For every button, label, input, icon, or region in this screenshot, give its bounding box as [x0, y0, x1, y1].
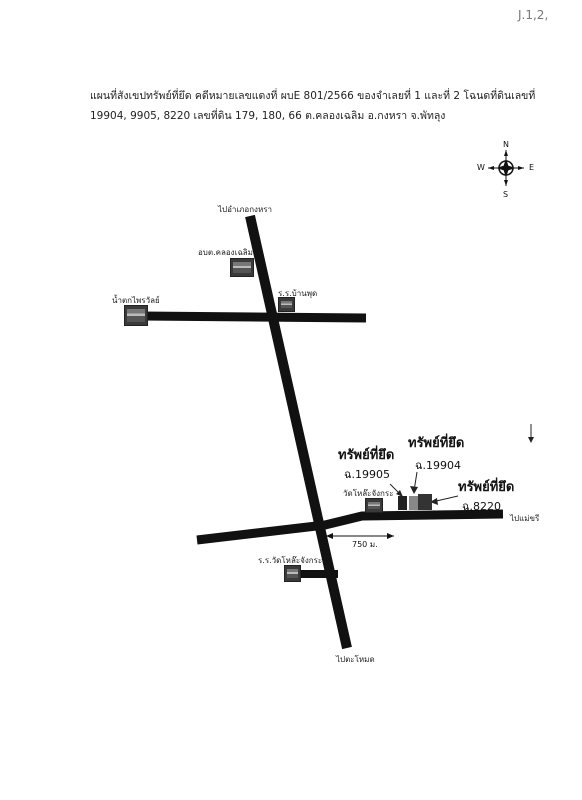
title-line-2: 19904, 9905, 8220 เลขที่ดิน 179, 180, 66… — [90, 110, 446, 122]
lower-cross-road — [196, 509, 504, 545]
deed-8220: ฉ.8220 — [462, 500, 501, 513]
label-to-maekhri: ไปแม่ขรี — [510, 514, 540, 523]
deed-19904: ฉ.19904 — [415, 459, 461, 472]
page-number-mark: J.1,2, — [518, 8, 549, 22]
pointer-arrowhead-19905 — [396, 490, 403, 497]
seized-label-3: ทรัพย์ที่ยึด — [458, 480, 515, 495]
property-parcel-19904 — [409, 496, 418, 510]
title-line-1: แผนที่สังเขปทรัพย์ที่ยึด คดีหมายเลขแดงที… — [90, 90, 536, 102]
main-road — [245, 214, 352, 650]
obt-photo — [230, 258, 254, 277]
pointer-arrowhead-8220 — [430, 498, 438, 505]
label-wat: วัดโหล๊ะจังกระ — [343, 489, 394, 498]
label-obt: อบต.คลองเฉลิม — [198, 248, 253, 257]
compass-s: S — [503, 190, 509, 199]
waterfall-photo — [124, 305, 148, 326]
margin-arrowhead — [528, 437, 534, 443]
distance-arrow-left — [326, 533, 333, 539]
distance-arrow-right — [387, 533, 394, 539]
label-school-banphut: ร.ร.บ้านพุด — [278, 289, 318, 298]
label-school-wat: ร.ร.วัดโหล๊ะจังกระ — [258, 556, 323, 565]
label-to-tamot: ไปตะโหมด — [336, 655, 375, 664]
compass-n: N — [503, 140, 509, 149]
label-waterfall: น้ำตกไพรวัลย์ — [112, 296, 160, 305]
compass-e: E — [529, 163, 535, 172]
seized-label-1: ทรัพย์ที่ยึด — [338, 448, 395, 463]
distance-label: 750 ม. — [352, 540, 378, 549]
property-parcel-19905 — [398, 496, 407, 510]
wat-photo — [365, 498, 383, 513]
school-banphut-photo — [278, 297, 295, 312]
compass-rose — [488, 150, 524, 186]
school-wat-photo — [284, 565, 301, 582]
compass-w: W — [477, 163, 485, 172]
deed-19905: ฉ.19905 — [344, 468, 390, 481]
upper-cross-road — [141, 311, 367, 323]
pointer-arrowhead-19904 — [410, 486, 418, 494]
seized-label-2: ทรัพย์ที่ยึด — [408, 436, 465, 451]
property-parcel-8220 — [418, 494, 432, 510]
label-to-kongra: ไปอำเภอกงหรา — [218, 205, 273, 214]
map-title: แผนที่สังเขปทรัพย์ที่ยึด คดีหมายเลขแดงที… — [90, 86, 536, 126]
